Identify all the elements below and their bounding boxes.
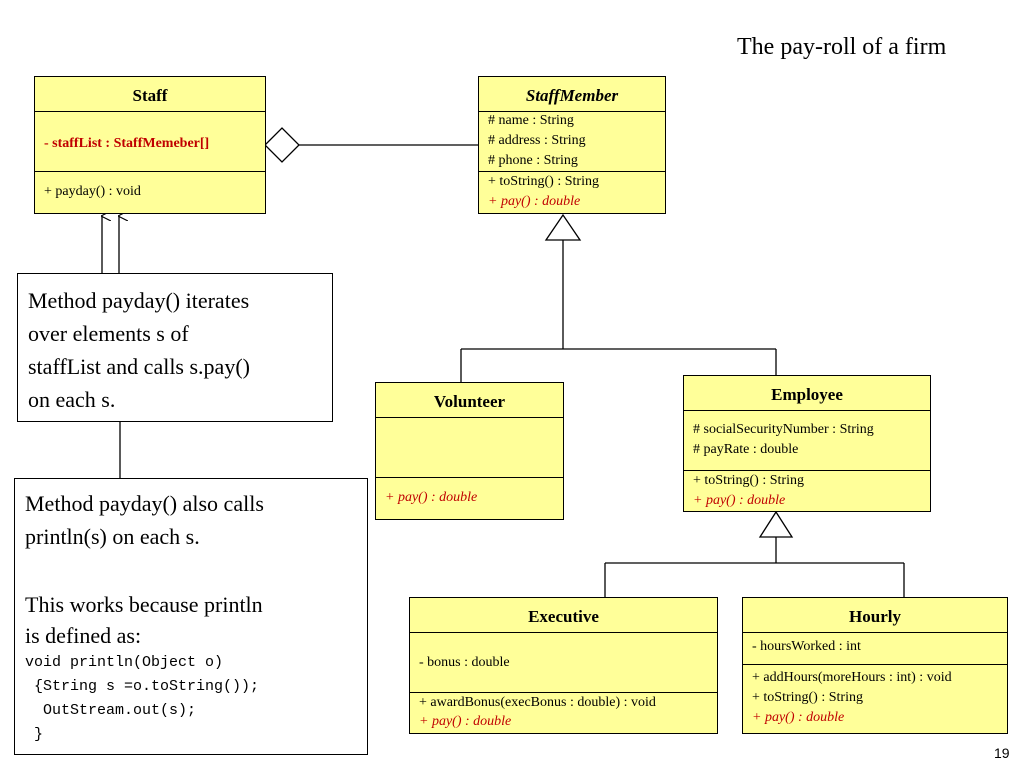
method: + pay() : double bbox=[419, 714, 512, 729]
class-name: Staff bbox=[132, 86, 168, 105]
note-line bbox=[25, 553, 367, 588]
method: + pay() : double bbox=[488, 194, 581, 209]
method: + payday() : void bbox=[44, 184, 141, 199]
slide-title: The pay-roll of a firm bbox=[737, 34, 947, 60]
attribute: # socialSecurityNumber : String bbox=[693, 422, 874, 437]
class-executive[interactable]: Executive - bonus : double + awardBonus(… bbox=[409, 597, 718, 734]
class-name: Employee bbox=[771, 385, 843, 404]
attribute: - hoursWorked : int bbox=[752, 639, 861, 654]
method: + toString() : String bbox=[693, 473, 804, 488]
class-name: StaffMember bbox=[525, 86, 619, 105]
class-employee[interactable]: Employee # socialSecurityNumber : String… bbox=[683, 375, 931, 512]
method: + toString() : String bbox=[752, 690, 863, 705]
attribute: - bonus : double bbox=[419, 655, 510, 670]
method: + pay() : double bbox=[693, 493, 786, 508]
note-line: Method payday() iterates bbox=[28, 288, 250, 313]
slide-number: 19 bbox=[994, 745, 1010, 761]
class-name: Executive bbox=[528, 607, 599, 626]
attribute: # address : String bbox=[488, 133, 586, 148]
inheritance-triangle-employee bbox=[758, 510, 794, 538]
method: + addHours(moreHours : int) : void bbox=[752, 670, 952, 685]
note-line: staffList and calls s.pay() bbox=[28, 354, 250, 379]
code-line: } bbox=[25, 726, 44, 743]
note-line: Method payday() also calls bbox=[25, 491, 264, 516]
attribute: # payRate : double bbox=[693, 442, 799, 457]
note-line: println(s) on each s. bbox=[25, 524, 200, 549]
code-line: {String s =o.toString()); bbox=[25, 678, 260, 695]
attribute: # name : String bbox=[488, 113, 574, 128]
class-volunteer[interactable]: Volunteer + pay() : double bbox=[375, 382, 564, 520]
note-line: is defined as: bbox=[25, 623, 142, 648]
note-payday-iterates: Method payday() iterates over elements s… bbox=[17, 273, 333, 422]
method: + toString() : String bbox=[488, 174, 599, 189]
method: + pay() : double bbox=[752, 710, 845, 725]
note-line: over elements s of bbox=[28, 321, 189, 346]
inheritance-triangle-staffmember bbox=[544, 213, 582, 241]
class-name: Hourly bbox=[849, 607, 901, 626]
note-line: on each s. bbox=[28, 387, 116, 412]
code-line: OutStream.out(s); bbox=[25, 702, 197, 719]
class-name: Volunteer bbox=[433, 392, 506, 411]
code-line: void println(Object o) bbox=[25, 654, 224, 671]
attribute: - staffList : StaffMemeber[] bbox=[44, 136, 210, 151]
class-staffmember[interactable]: StaffMember # name : String # address : … bbox=[478, 76, 666, 214]
class-hourly[interactable]: Hourly - hoursWorked : int + addHours(mo… bbox=[742, 597, 1008, 734]
note-payday-println: Method payday() also calls println(s) on… bbox=[14, 478, 368, 755]
class-staff[interactable]: Staff - staffList : StaffMemeber[] + pay… bbox=[34, 76, 266, 214]
aggregation-diamond bbox=[264, 127, 300, 163]
method: + pay() : double bbox=[385, 490, 478, 505]
note-line: This works because println bbox=[25, 592, 263, 617]
attribute: # phone : String bbox=[488, 153, 578, 168]
method: + awardBonus(execBonus : double) : void bbox=[419, 695, 656, 710]
